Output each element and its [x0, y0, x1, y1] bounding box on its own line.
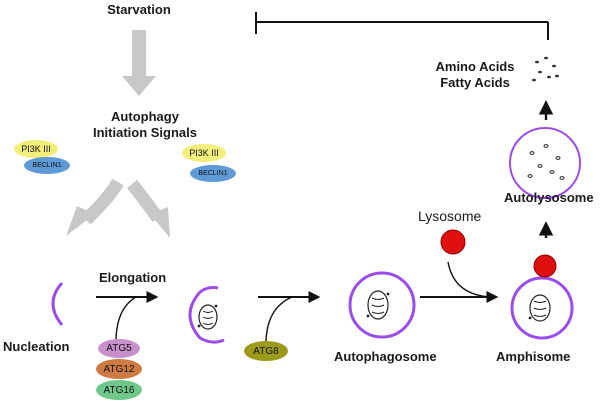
atg12: ATG12: [96, 359, 142, 379]
pi3k-iii-right: PI3K III: [182, 144, 226, 162]
starvation-arrow: [122, 30, 156, 96]
autophagosome: [348, 271, 416, 339]
beclin1-right: BECLIN1: [190, 165, 236, 182]
products-label-line1: Amino Acids: [435, 59, 515, 74]
products-label-line2: Fatty Acids: [440, 75, 510, 90]
phagophore: [188, 286, 225, 344]
atg16: ATG16: [96, 380, 142, 400]
elongation-label: Elongation: [99, 270, 167, 285]
amino-fatty-acid-dots: [532, 56, 559, 82]
autophagosome-label: Autophagosome: [334, 349, 437, 364]
lysosome-label: Lysosome: [418, 208, 482, 224]
autolysosome: [509, 127, 581, 199]
inhibition-line: [255, 12, 549, 40]
nucleation-membrane: [51, 281, 64, 326]
pi3k-iii-left: PI3K III: [14, 140, 58, 158]
amphisome-label: Amphisome: [496, 349, 571, 364]
atg5: ATG5: [98, 339, 140, 358]
starvation-label: Starvation: [107, 2, 171, 17]
elongation-curve: [115, 296, 137, 343]
atg8: ATG8: [244, 341, 288, 361]
initiation-arrow-right-head: [150, 207, 170, 238]
initiation-signals-label-line2: Initiation Signals: [92, 125, 197, 140]
lysosome: [440, 229, 466, 255]
autolysosome-label: Autolysosome: [504, 190, 594, 205]
atg8-curve: [265, 296, 293, 345]
amphisome: [510, 254, 574, 340]
nucleation-label: Nucleation: [3, 339, 70, 354]
initiation-arrow-left-head: [66, 206, 95, 236]
lysosome-fusion-arrow: [447, 261, 493, 298]
initiation-signals-label-line1: Autophagy: [111, 109, 179, 124]
beclin1-left: BECLIN1: [24, 157, 70, 174]
